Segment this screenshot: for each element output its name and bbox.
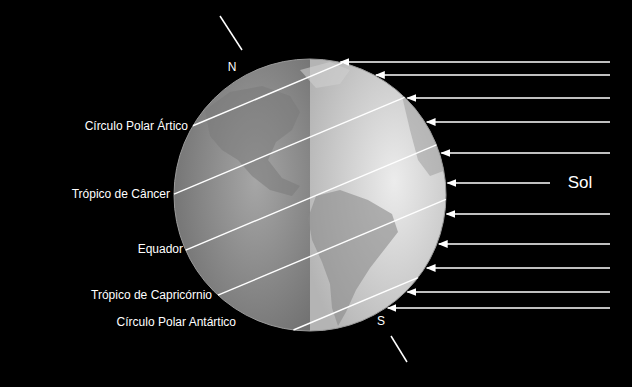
globe [174,59,446,331]
sun-ray [407,291,610,292]
parallel-label: Círculo Polar Ártico [85,120,188,133]
sun-ray [439,243,610,244]
sun-rays [340,62,610,308]
sun-ray [388,307,610,308]
axis-south [391,336,407,362]
parallel-line [293,278,418,330]
globe-outline [174,59,446,331]
sun-ray [340,61,610,62]
greenland [300,62,350,88]
sun-ray [427,121,610,122]
parallel-label: Trópico de Capricórnio [91,289,212,302]
parallel-line [193,63,343,126]
parallel-label: Círculo Polar Antártico [117,316,236,329]
sun-ray [407,97,610,98]
parallel-line [174,97,405,194]
africa-edge [402,90,446,176]
axis-north [220,16,242,50]
parallel-label: Trópico de Câncer [72,188,170,201]
sun-ray [427,267,610,268]
parallel-label: Equador [138,243,183,256]
pole-label: N [228,61,237,74]
sun-ray [376,74,610,75]
sun-label: Sol [568,174,593,193]
parallels [174,63,446,330]
sun-ray [441,152,610,153]
sun-ray [447,182,550,183]
sun-ray [447,213,610,214]
north-america [205,86,300,196]
parallel-line [186,145,437,250]
pole-label: S [377,315,385,328]
